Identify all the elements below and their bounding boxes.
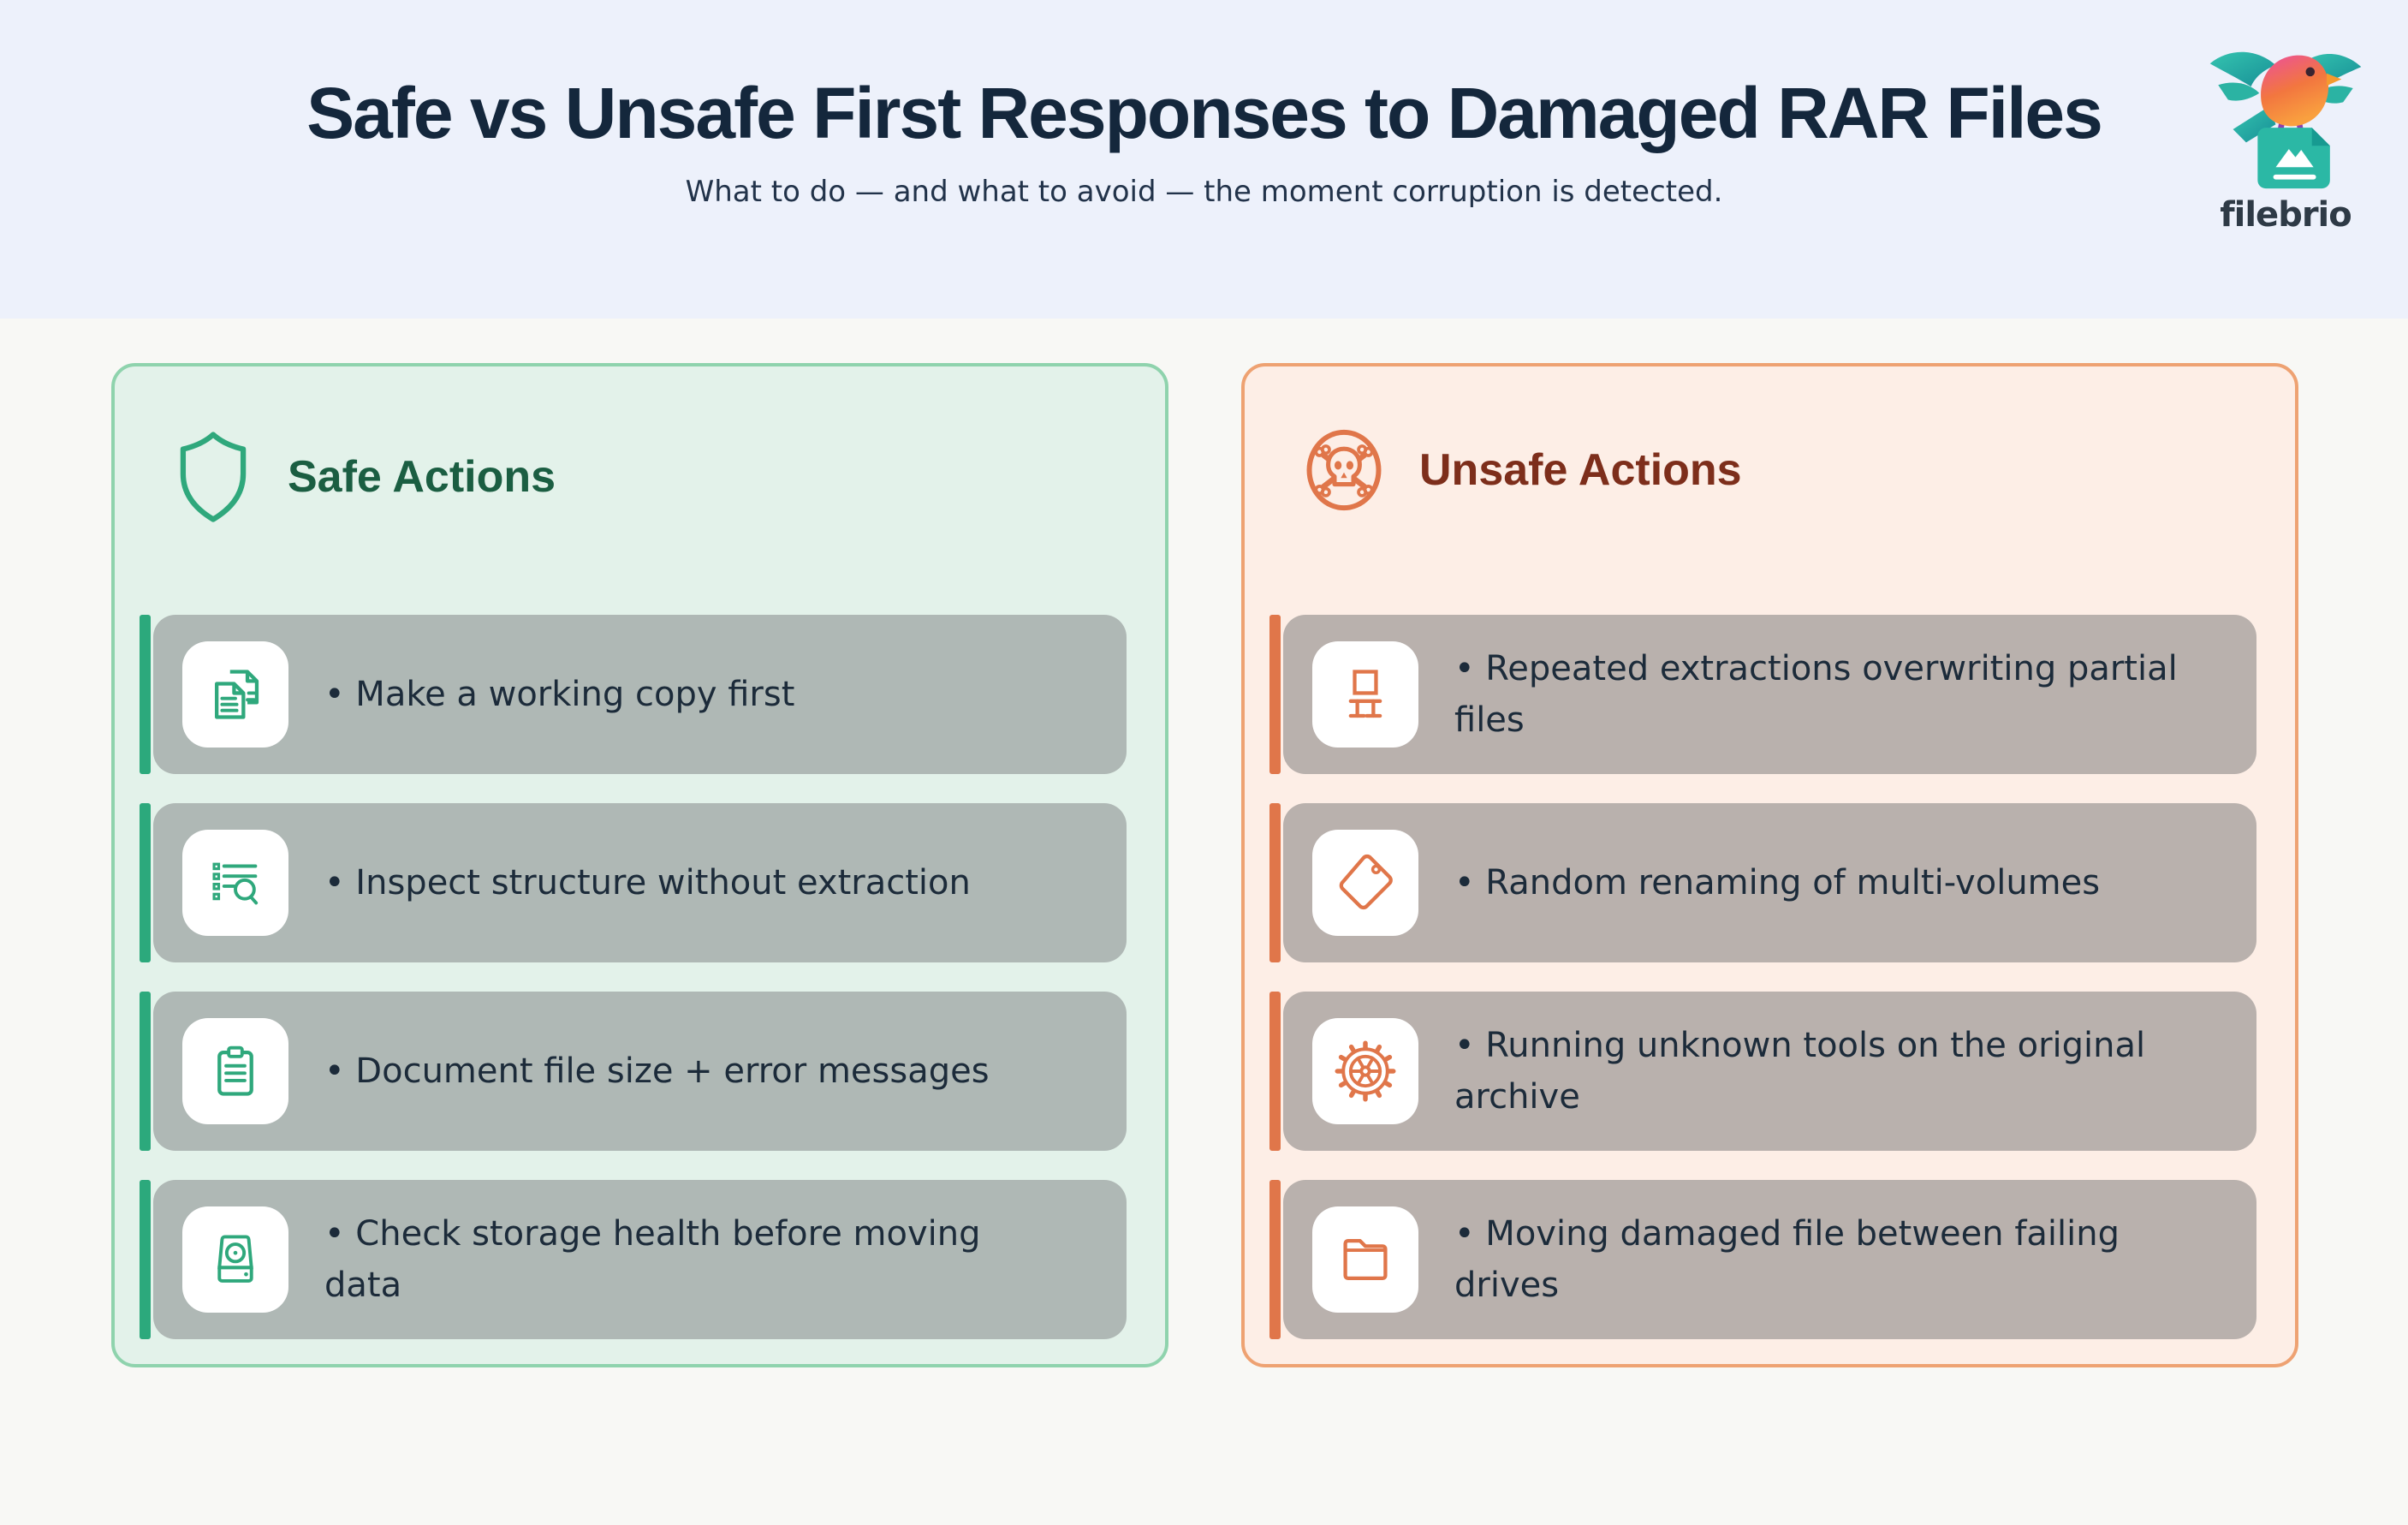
list-item-text: • Inspect structure without extraction (324, 863, 971, 902)
panel-title: Safe Actions (288, 452, 556, 502)
hard-drive-icon (182, 1206, 288, 1313)
list-item-body: • Make a working copy first (153, 615, 1127, 774)
list-item: • Check storage health before moving dat… (140, 1180, 1127, 1339)
list-item: • Document file size + error messages (140, 992, 1127, 1151)
list-item-body: • Running unknown tools on the original … (1283, 992, 2256, 1151)
list-item-text: • Random renaming of multi-volumes (1454, 863, 2101, 902)
list-item-body: • Inspect structure without extraction (153, 803, 1127, 962)
folder-icon (1312, 1206, 1418, 1313)
list-item-text: • Make a working copy first (324, 675, 795, 714)
list-item-text: • Running unknown tools on the original … (1454, 1026, 2146, 1117)
list-item-body: • Moving damaged file between failing dr… (1283, 1180, 2256, 1339)
list-item-body: • Repeated extractions overwriting parti… (1283, 615, 2256, 774)
accent-bar (140, 803, 151, 962)
list-item-text: • Check storage health before moving dat… (324, 1214, 981, 1305)
skull-crossbones-icon (1305, 428, 1383, 512)
panel-title: Unsafe Actions (1419, 445, 1742, 495)
clipboard-icon (182, 1018, 288, 1124)
list-item-text: • Document file size + error messages (324, 1051, 990, 1091)
accent-bar (1269, 1180, 1281, 1339)
list-item: • Running unknown tools on the original … (1269, 992, 2256, 1151)
shield-icon (175, 428, 252, 526)
brand-logo: filebrio (2196, 26, 2375, 235)
list-item-body: • Document file size + error messages (153, 992, 1127, 1151)
bird-on-file-logo-icon (2196, 26, 2375, 194)
list-item: • Inspect structure without extraction (140, 803, 1127, 962)
unsafe-panel-header: Unsafe Actions (1305, 428, 1742, 512)
list-item: • Make a working copy first (140, 615, 1127, 774)
list-item-text: • Repeated extractions overwriting parti… (1454, 649, 2178, 740)
accent-bar (1269, 615, 1281, 774)
page-subtitle: What to do — and what to avoid — the mom… (685, 175, 1723, 210)
accent-bar (140, 1180, 151, 1339)
list-item: • Random renaming of multi-volumes (1269, 803, 2256, 962)
list-search-icon (182, 830, 288, 936)
accent-bar (140, 992, 151, 1151)
safe-actions-list: • Make a working copy first (140, 615, 1127, 1339)
accent-bar (1269, 803, 1281, 962)
gear-icon (1312, 1018, 1418, 1124)
brand-name: filebrio (2220, 195, 2352, 235)
list-item-text: • Moving damaged file between failing dr… (1454, 1214, 2120, 1305)
header: Safe vs Unsafe First Responses to Damage… (0, 0, 2408, 319)
unsafe-actions-panel: Unsafe Actions • Repeated extractions ov… (1241, 363, 2298, 1367)
list-item-body: • Check storage health before moving dat… (153, 1180, 1127, 1339)
copy-documents-icon (182, 641, 288, 748)
list-item: • Repeated extractions overwriting parti… (1269, 615, 2256, 774)
list-item: • Moving damaged file between failing dr… (1269, 1180, 2256, 1339)
overwrite-structure-icon (1312, 641, 1418, 748)
accent-bar (1269, 992, 1281, 1151)
list-item-body: • Random renaming of multi-volumes (1283, 803, 2256, 962)
safe-panel-header: Safe Actions (175, 428, 556, 526)
tag-icon (1312, 830, 1418, 936)
accent-bar (140, 615, 151, 774)
safe-actions-panel: Safe Actions • Make a working (111, 363, 1168, 1367)
unsafe-actions-list: • Repeated extractions overwriting parti… (1269, 615, 2256, 1339)
page-title: Safe vs Unsafe First Responses to Damage… (306, 73, 2103, 153)
